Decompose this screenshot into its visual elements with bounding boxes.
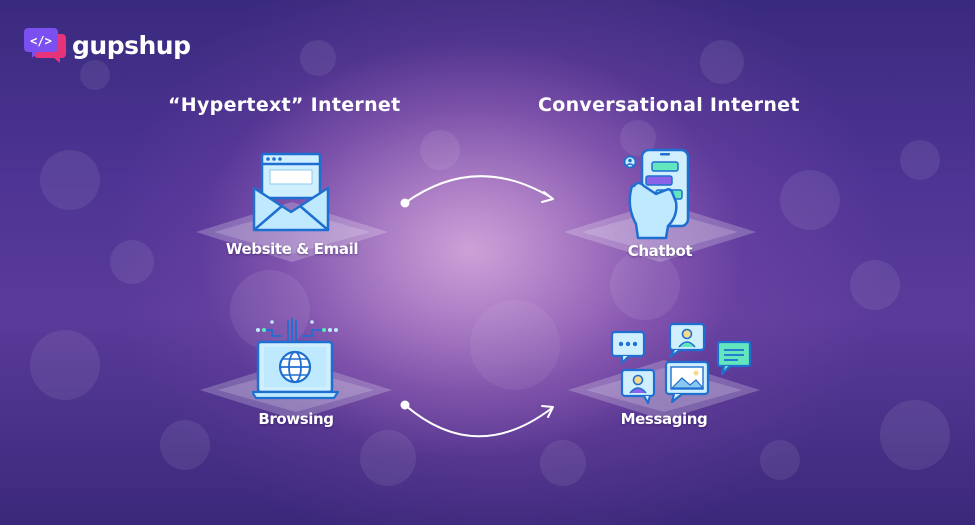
laptop-globe-icon bbox=[252, 318, 340, 400]
node-label-website-email: Website & Email bbox=[225, 240, 359, 258]
node-messaging: Messaging bbox=[564, 316, 764, 446]
phone-chat-icon bbox=[623, 148, 690, 240]
node-label-chatbot: Chatbot bbox=[627, 242, 693, 260]
arrow-top-icon bbox=[400, 175, 554, 208]
node-browsing: Browsing bbox=[196, 316, 396, 446]
right-column-title: Conversational Internet bbox=[538, 94, 800, 116]
messaging-bubbles-icon bbox=[610, 322, 752, 405]
node-chatbot: Chatbot bbox=[560, 148, 760, 278]
brand-logo[interactable]: </> gupshup bbox=[24, 26, 191, 64]
envelope-icon bbox=[252, 152, 330, 232]
node-label-messaging: Messaging bbox=[620, 410, 708, 428]
brand-name: gupshup bbox=[72, 30, 191, 60]
node-website-email: Website & Email bbox=[192, 148, 392, 278]
node-label-browsing: Browsing bbox=[258, 410, 334, 428]
arrow-bottom-icon bbox=[400, 400, 554, 438]
gupshup-logo-icon: </> bbox=[24, 26, 68, 64]
left-column-title: “Hypertext” Internet bbox=[168, 94, 401, 116]
svg-text:</>: </> bbox=[30, 34, 52, 48]
